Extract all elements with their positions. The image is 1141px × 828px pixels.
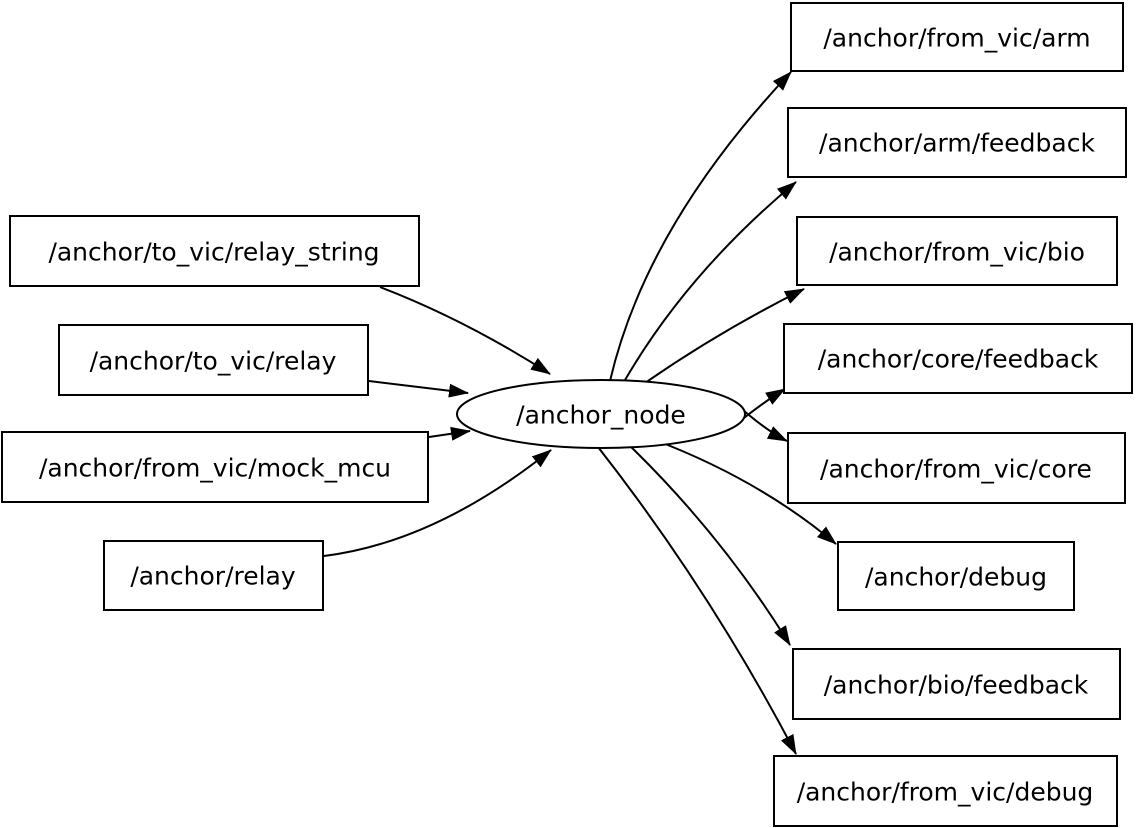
topic-node-from-vic-mock-mcu: /anchor/from_vic/mock_mcu (1, 431, 429, 503)
topic-box (787, 107, 1127, 178)
topic-label: /anchor/from_vic/core (820, 455, 1092, 484)
topic-node-from-vic-arm: /anchor/from_vic/arm (790, 2, 1124, 72)
topic-node-arm-feedback: /anchor/arm/feedback (787, 107, 1127, 178)
topic-box (837, 541, 1075, 611)
topic-box (783, 323, 1133, 394)
topic-label: /anchor/from_vic/debug (797, 778, 1094, 807)
topic-box (792, 648, 1121, 720)
topic-label: /anchor/arm/feedback (819, 129, 1095, 158)
topic-box (773, 755, 1118, 827)
topic-box (9, 215, 420, 287)
edge-anchor-node-to-arm-feedback (624, 181, 797, 381)
topic-node-from-vic-debug: /anchor/from_vic/debug (773, 755, 1118, 827)
topic-node-core-feedback: /anchor/core/feedback (783, 323, 1133, 394)
topic-box (103, 540, 324, 611)
topic-box (787, 432, 1126, 504)
input-edges (323, 286, 552, 557)
topic-box (790, 2, 1124, 72)
edge-to-vic-relay-string-to-anchor-node (379, 286, 551, 375)
edge-anchor-node-to-from-vic-bio (644, 288, 805, 384)
edge-anchor-node-to-from-vic-arm (609, 71, 792, 382)
topic-box (58, 324, 369, 396)
edge-from-vic-mock-mcu-to-anchor-node (428, 426, 471, 441)
topic-label: /anchor/debug (865, 563, 1047, 592)
topic-node-from-vic-core: /anchor/from_vic/core (787, 432, 1126, 504)
edge-anchor-node-to-from-vic-debug (597, 446, 797, 755)
topic-node-bio-feedback: /anchor/bio/feedback (792, 648, 1121, 720)
node-ellipse (456, 379, 746, 449)
node-anchor-node: /anchor_node (456, 379, 746, 449)
topic-label: /anchor/to_vic/relay_string (48, 238, 379, 267)
edge-to-vic-relay-to-anchor-node (368, 380, 469, 398)
topic-box (796, 216, 1118, 286)
topic-label: /anchor/from_vic/bio (829, 238, 1085, 267)
edge-anchor-node-to-debug (654, 439, 837, 545)
output-edges (597, 71, 837, 755)
topic-label: /anchor/to_vic/relay (90, 347, 337, 376)
topic-label: /anchor/from_vic/mock_mcu (39, 454, 391, 483)
topic-node-to-vic-relay-string: /anchor/to_vic/relay_string (9, 215, 420, 287)
edge-anchor-node-to-bio-feedback (627, 443, 791, 646)
topic-label: /anchor/bio/feedback (824, 671, 1089, 700)
topic-label: /anchor/core/feedback (818, 345, 1099, 374)
topic-box (1, 431, 429, 503)
edge-relay-to-anchor-node (323, 449, 552, 557)
topic-node-from-vic-bio: /anchor/from_vic/bio (796, 216, 1118, 286)
topic-label: /anchor/from_vic/arm (823, 24, 1090, 53)
node-label: /anchor_node (516, 401, 686, 430)
topic-node-relay: /anchor/relay (103, 540, 324, 611)
topic-label: /anchor/relay (130, 562, 296, 591)
topic-node-to-vic-relay: /anchor/to_vic/relay (58, 324, 369, 396)
topic-node-debug: /anchor/debug (837, 541, 1075, 611)
